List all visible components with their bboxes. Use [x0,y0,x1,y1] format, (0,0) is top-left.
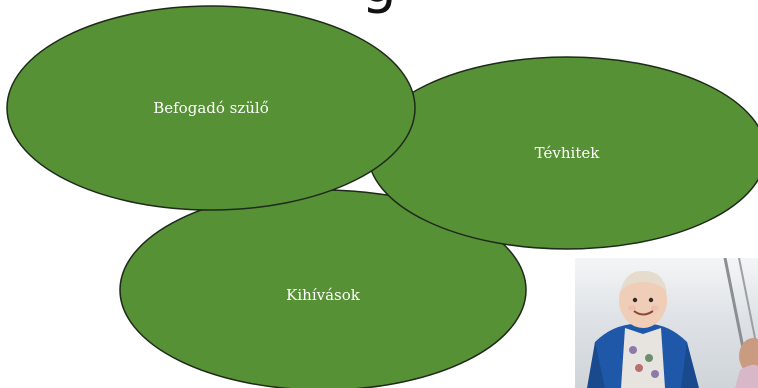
slide-title-fragment: g [0,0,758,12]
bubble-label-kihivasok: Kihívások [286,286,360,304]
child-photo [575,258,758,388]
bubble-label-befogado-szulo: Befogadó szülő [153,99,269,117]
child-illustration [587,258,758,388]
bubble-label-tevhitek: Tévhitek [534,144,600,162]
bubble-befogado-szulo [6,5,416,211]
